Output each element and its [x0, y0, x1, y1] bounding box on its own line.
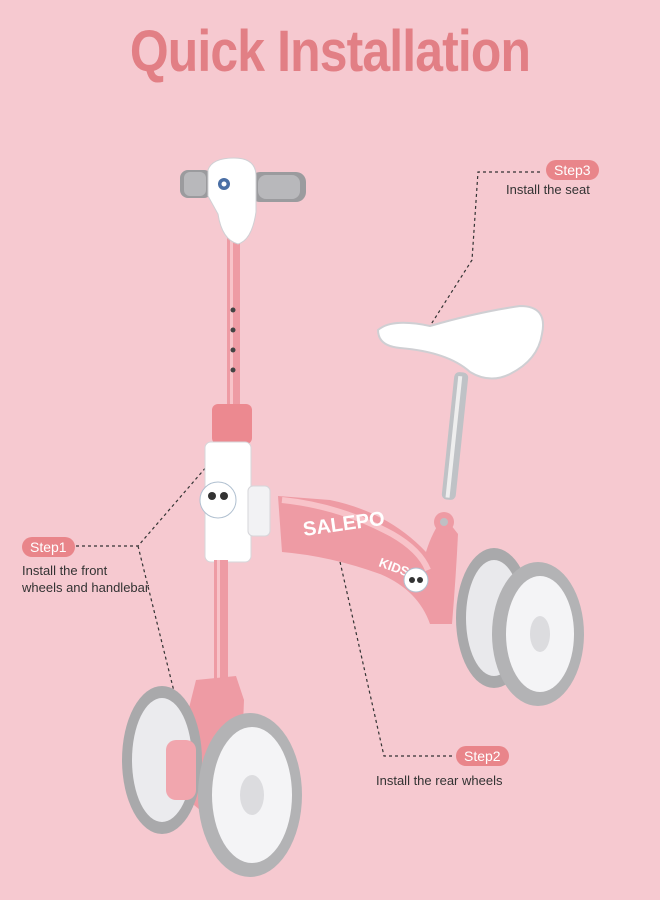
step1-leader-line [70, 457, 215, 547]
seat-assembly [376, 304, 544, 500]
step1-leader-line-lower [137, 545, 189, 749]
front-wheels [122, 676, 302, 877]
step3-description: Install the seat [506, 182, 590, 197]
steering-stem [204, 232, 271, 684]
mascot-decal-rear [403, 567, 429, 593]
step3-badge: Step3 [546, 160, 599, 180]
step3-leader-line [429, 171, 540, 327]
step1-description-line1: Install the front [22, 563, 108, 578]
page-title: Quick Installation [129, 19, 531, 84]
step2-leader-line [335, 543, 452, 757]
step2-description: Install the rear wheels [376, 773, 503, 788]
step1-badge: Step1 [22, 537, 75, 557]
step2-badge: Step2 [456, 746, 509, 766]
handlebar [180, 157, 306, 245]
mascot-decal-front [199, 481, 237, 519]
rear-wheels [456, 548, 584, 706]
step1-description-line2: wheels and handlebar [22, 580, 150, 595]
